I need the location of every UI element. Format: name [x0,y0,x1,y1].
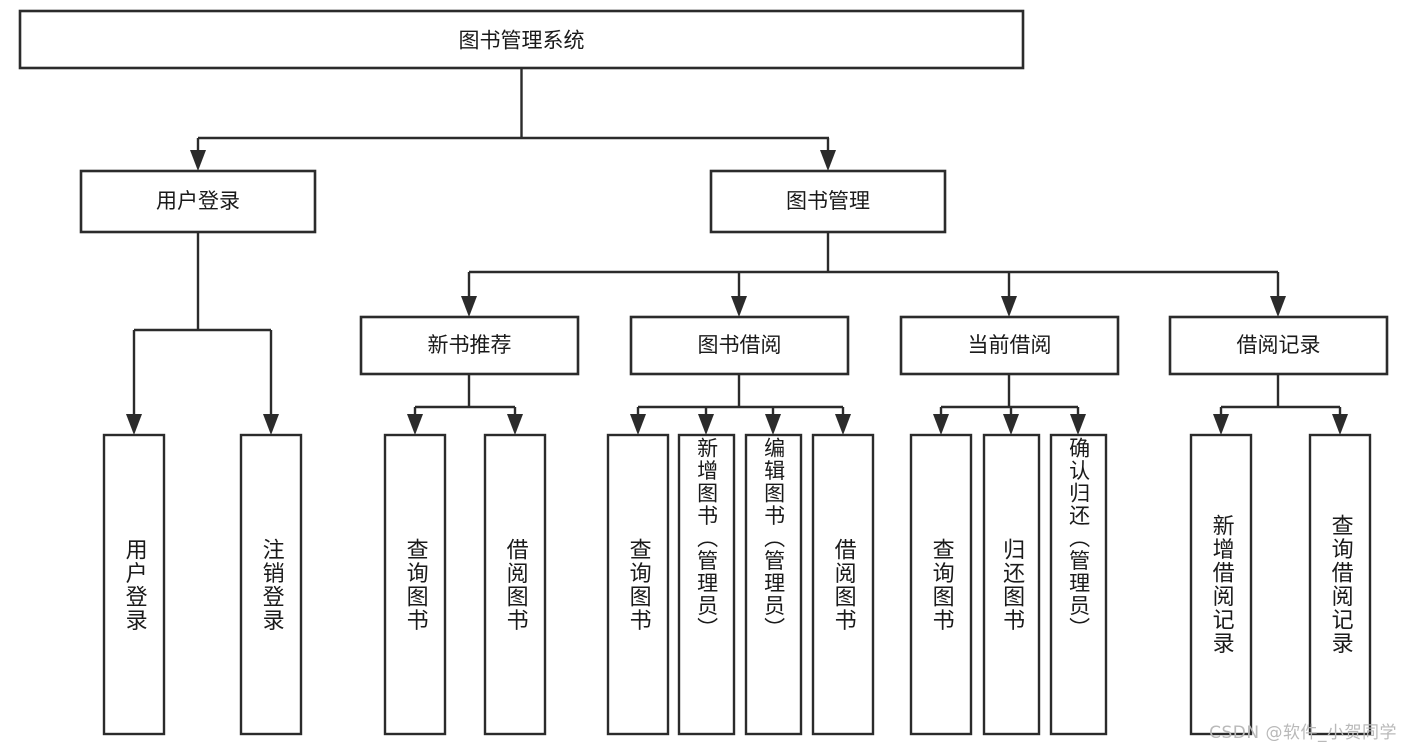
book-manage-label: 图书管理 [786,189,870,213]
arrowhead-leaf-edit-book-admin [765,414,781,435]
user-login-label: 用户登录 [156,189,240,213]
leaf-return-book-box[interactable] [982,433,1041,736]
node-book-borrow[interactable]: 图书借阅 [629,315,850,376]
node-borrow-record[interactable]: 借阅记录 [1168,315,1389,376]
arrowhead-leaf-add-book-admin [698,414,714,435]
arrowhead-leaf-confirm-return-admin [1070,414,1086,435]
arrowhead-leaf-query-book-3 [933,414,949,435]
leaf-query-book-2-box[interactable] [606,433,670,736]
arrowhead-leaf-borrow-book-1 [507,414,523,435]
user-login-box[interactable] [79,169,317,234]
leaf-borrow-book-2-box[interactable] [811,433,875,736]
connector-borrow-record-trunk [1219,374,1342,422]
root-label: 图书管理系统 [459,29,585,53]
leaf-borrow-book-1-box[interactable] [483,433,547,736]
connector-root-trunk [196,68,830,158]
arrowhead-leaf-query-borrow-record [1332,414,1348,435]
arrowhead-borrow-record [1270,296,1286,317]
connector-user-login-trunk [132,232,273,422]
new-book-recommend-box[interactable] [359,315,580,376]
arrowhead-user-login [190,150,206,171]
leaf-add-book-admin-box[interactable] [677,433,736,736]
leaf-logout-login-box[interactable] [239,433,303,736]
csdn-watermark: CSDN @软件_小贺同学 [1209,723,1397,743]
book-borrow-box[interactable] [629,315,850,376]
root-box[interactable] [18,9,1025,70]
arrowhead-leaf-logout-login [263,414,279,435]
arrowhead-leaf-user-login [126,414,142,435]
leaf-add-borrow-record-box[interactable] [1189,433,1253,736]
arrowhead-leaf-borrow-book-2 [835,414,851,435]
node-book-manage[interactable]: 图书管理 [709,169,947,234]
arrowhead-new-book-recommend [461,296,477,317]
arrowhead-leaf-query-book-1 [407,414,423,435]
leaf-confirm-return-admin-box[interactable] [1049,433,1108,736]
node-new-book-recommend[interactable]: 新书推荐 [359,315,580,376]
connector-book-borrow-trunk [636,374,845,422]
new-book-recommend-label: 新书推荐 [428,333,512,357]
node-current-borrow[interactable]: 当前借阅 [899,315,1120,376]
connector-book-manage-trunk [467,232,1280,304]
borrow-record-label: 借阅记录 [1237,333,1321,357]
arrowhead-book-manage [820,150,836,171]
book-borrow-label: 图书借阅 [698,333,782,357]
leaf-edit-book-admin-box[interactable] [744,433,803,736]
leaf-query-book-1-box[interactable] [383,433,447,736]
book-manage-box[interactable] [709,169,947,234]
node-user-login[interactable]: 用户登录 [79,169,317,234]
connector-layer [126,68,1348,435]
borrow-record-box[interactable] [1168,315,1389,376]
leaf-query-borrow-record-box[interactable] [1308,433,1372,736]
current-borrow-label: 当前借阅 [968,333,1052,357]
node-root[interactable]: 图书管理系统 [18,9,1025,70]
arrowhead-leaf-return-book [1003,414,1019,435]
arrowhead-book-borrow [731,296,747,317]
leaf-box-layer [102,433,1372,736]
current-borrow-box[interactable] [899,315,1120,376]
arrowhead-current-borrow [1001,296,1017,317]
leaf-user-login-box[interactable] [102,433,166,736]
connector-new-book-recommend-trunk [413,374,517,422]
arrowhead-leaf-query-book-2 [630,414,646,435]
leaf-query-book-3-box[interactable] [909,433,973,736]
arrowhead-leaf-add-borrow-record [1213,414,1229,435]
